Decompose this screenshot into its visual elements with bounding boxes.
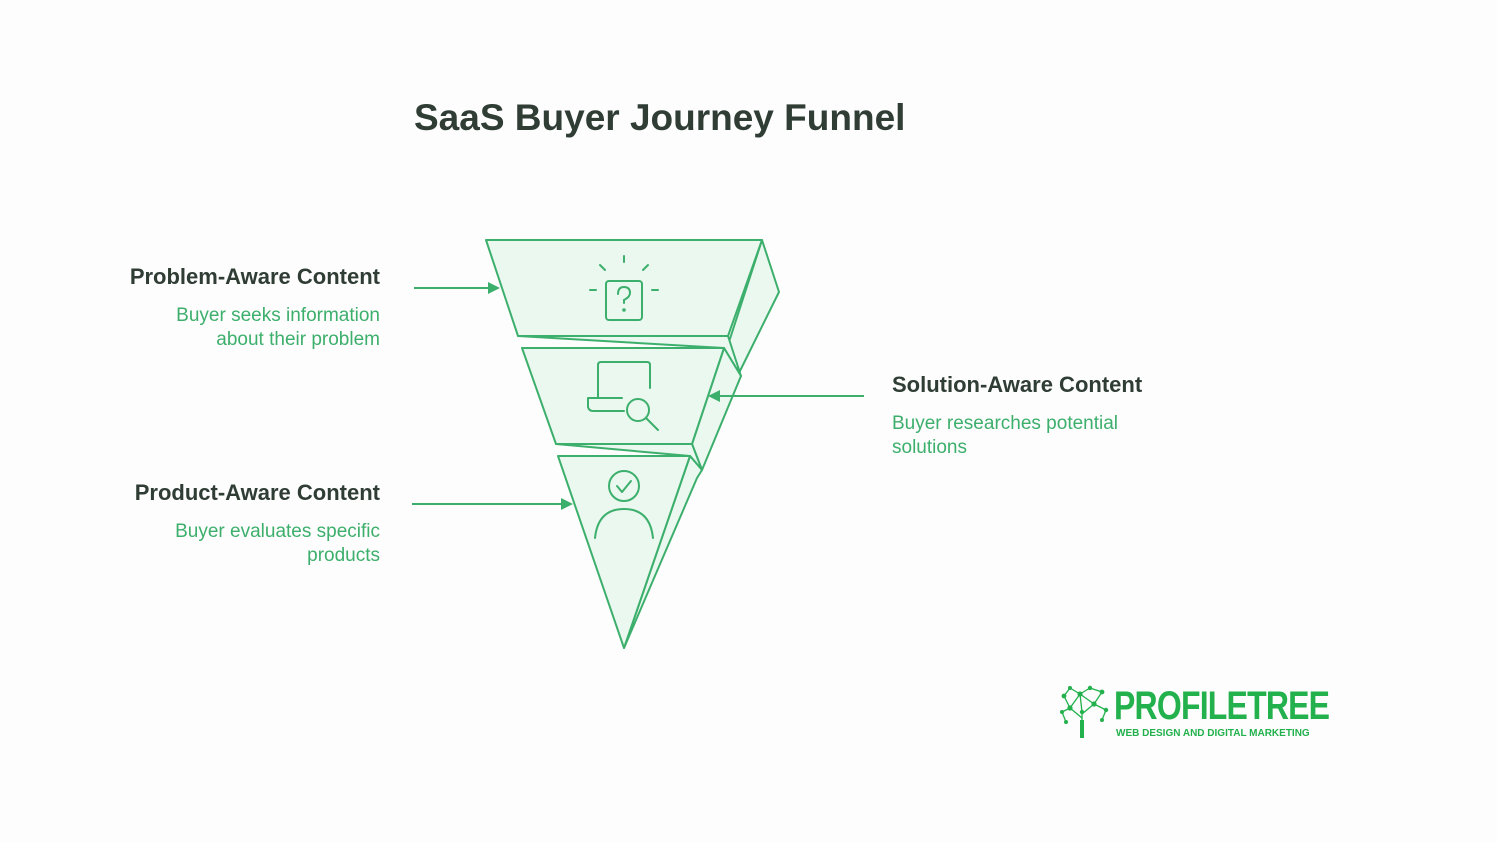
- stage-heading: Problem-Aware Content: [129, 264, 380, 289]
- stage-heading: Product-Aware Content: [134, 480, 380, 505]
- stage-description: Buyer evaluates specific products: [175, 521, 380, 566]
- question-lightbulb-icon: [589, 255, 659, 321]
- stage-heading: Solution-Aware Content: [892, 372, 1143, 397]
- tree-network-icon: [1060, 685, 1109, 738]
- laptop-search-icon: [587, 361, 659, 431]
- user-check-icon: [594, 470, 654, 539]
- stage-description: Buyer seeks information about their prob…: [176, 305, 380, 350]
- stage-label-problem-aware: Problem-Aware Content Buyer seeks inform…: [20, 264, 380, 352]
- stage-description: Buyer researches potential solutions: [892, 413, 1119, 458]
- stage-label-solution-aware: Solution-Aware Content Buyer researches …: [892, 372, 1162, 460]
- arrow-problem-aware: [414, 282, 500, 294]
- logo-tagline: WEB DESIGN AND DIGITAL MARKETING: [1116, 728, 1310, 739]
- arrow-product-aware: [412, 498, 573, 510]
- logo-wordmark: PROFILETREE: [1114, 684, 1330, 728]
- page-title: SaaS Buyer Journey Funnel: [414, 97, 906, 138]
- funnel-stage-product-aware: [555, 443, 703, 649]
- arrow-solution-aware: [708, 390, 864, 402]
- profiletree-logo: PROFILETREE WEB DESIGN AND DIGITAL MARKE…: [1058, 684, 1330, 744]
- stage-label-product-aware: Product-Aware Content Buyer evaluates sp…: [20, 480, 380, 568]
- funnel-stage-solution-aware: [517, 335, 742, 471]
